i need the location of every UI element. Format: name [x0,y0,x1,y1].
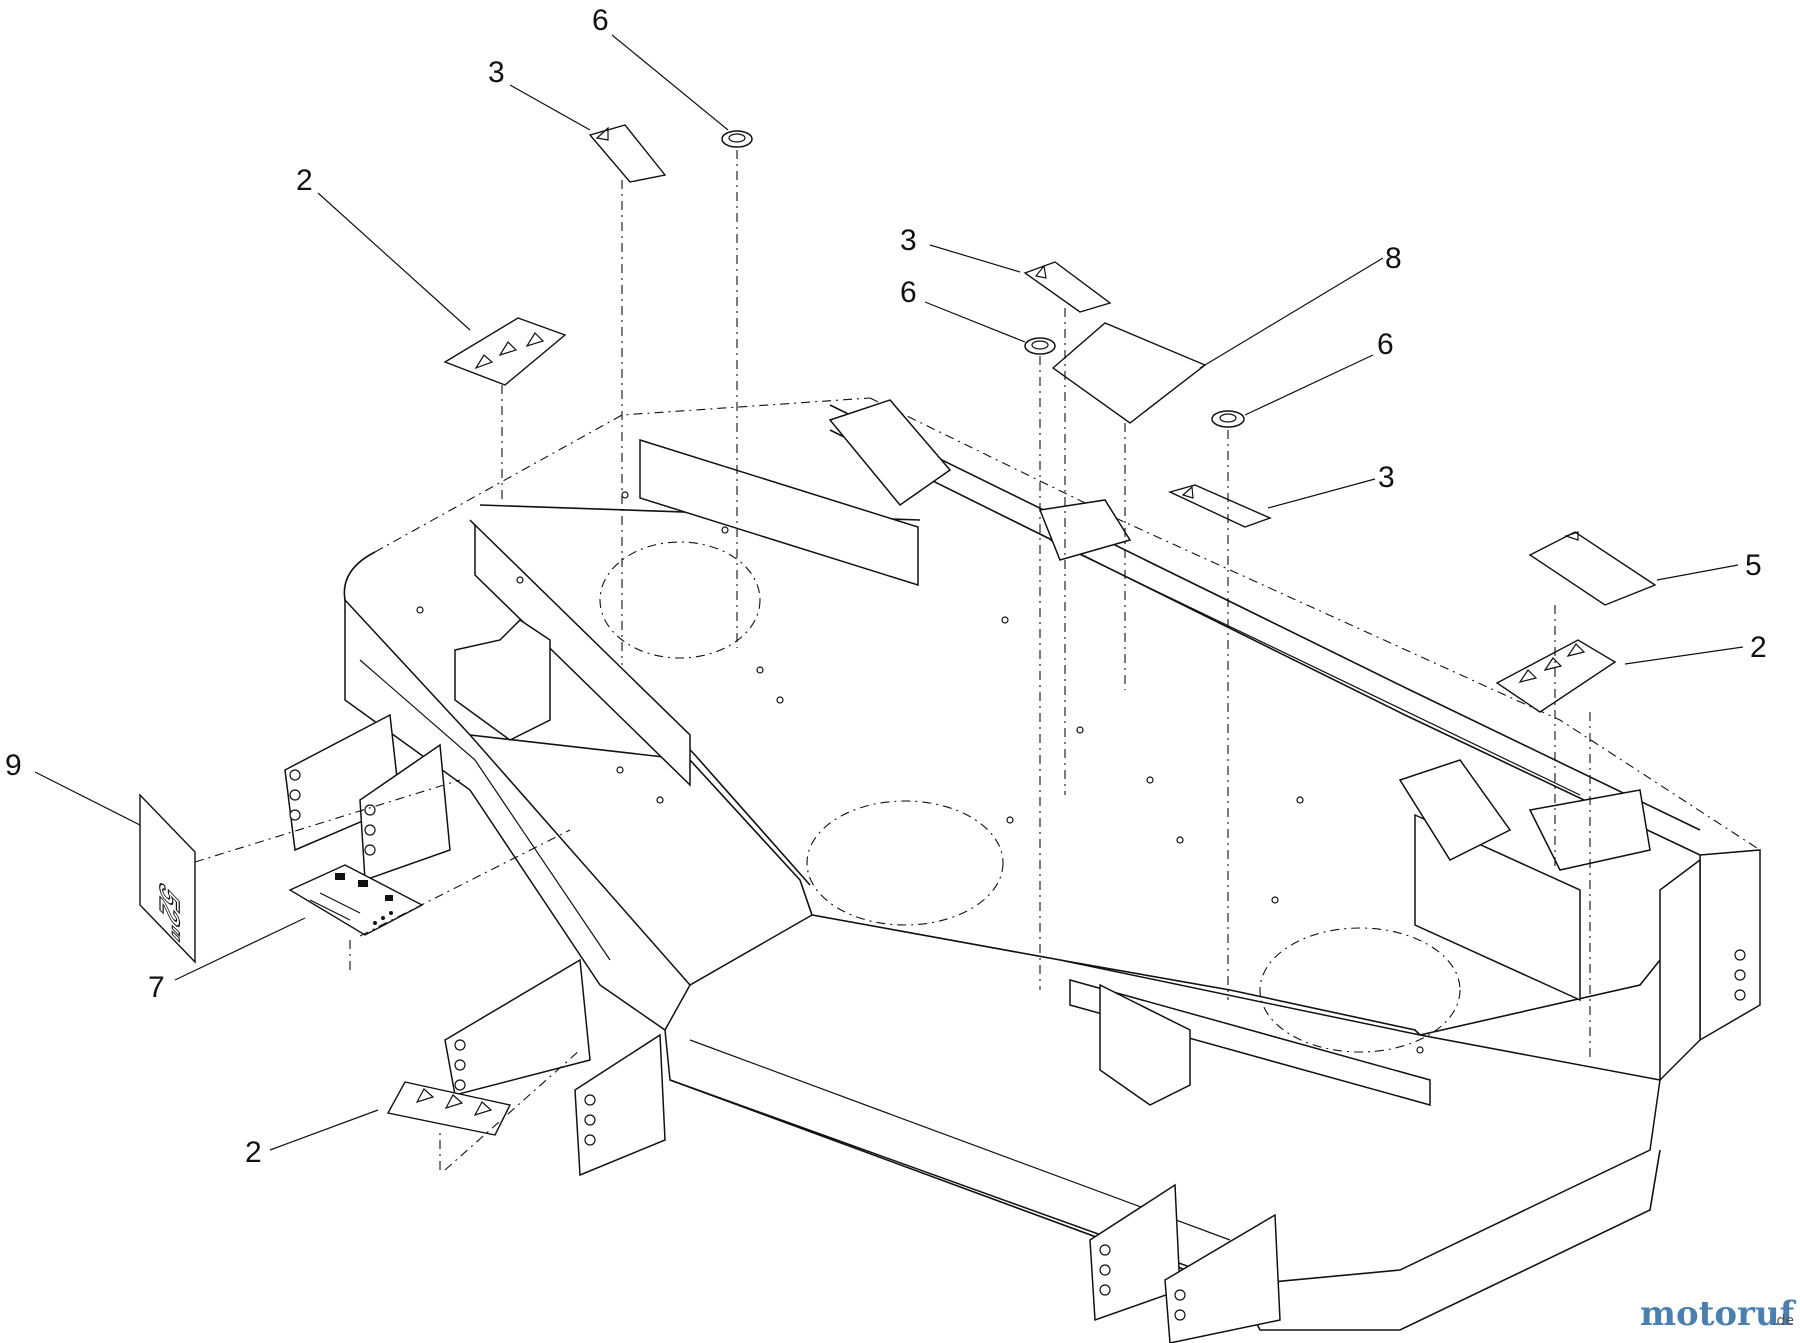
callout-2a: 2 [296,164,313,197]
arrow-decal-2b [1495,639,1617,713]
arrow-decal-2a [443,317,567,386]
callout-2b: 2 [1750,631,1767,664]
callout-3b: 3 [900,224,917,257]
callout-5: 5 [1745,549,1762,582]
callout-3c: 3 [1378,461,1395,494]
callout-8: 8 [1385,242,1402,275]
watermark-logo: motoruf .de [1640,1294,1797,1334]
cap-part-6b [1024,337,1056,355]
deck-mount-brackets [284,399,1746,1343]
arrow-decal-3b [1023,261,1112,313]
callout-labels: 6 3 2 3 8 6 6 3 5 2 9 7 2 [5,4,1767,1169]
callout-6b: 6 [900,276,917,309]
blank-decal-5 [1528,531,1657,606]
mower-deck [343,397,1761,1331]
size-decal-9: 52" [139,793,196,964]
watermark-brand: motoruf [1640,1294,1797,1334]
callout-3a: 3 [488,56,505,89]
arrow-decal-3c [1167,484,1272,528]
callout-6c: 6 [1377,328,1394,361]
callout-2c: 2 [245,1136,262,1169]
callout-6a: 6 [592,4,609,37]
blank-decal-8 [1051,322,1207,424]
watermark-suffix: .de [1772,1313,1794,1329]
callout-7: 7 [148,971,165,1004]
leader-lines [34,34,1744,1151]
cap-part-6a [721,130,753,148]
callout-9: 9 [5,749,22,782]
arrow-decal-2c [386,1081,512,1136]
control-decal-7 [288,864,424,936]
cap-part-6c [1211,410,1245,428]
arrow-decal-3a [588,124,667,183]
projection-lines [194,150,1591,1171]
